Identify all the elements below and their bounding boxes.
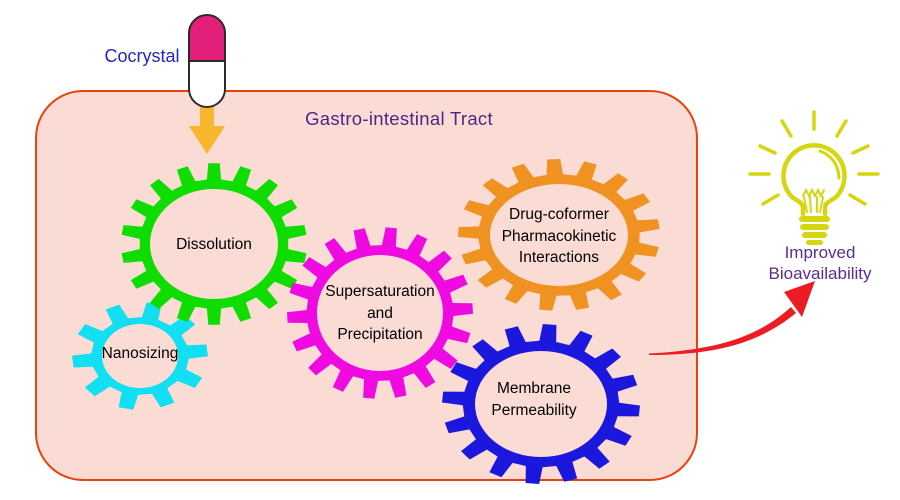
bulb-highlight (818, 149, 841, 180)
bulb-ray (758, 144, 777, 155)
gear-label-nanosizing: Nanosizing (101, 345, 179, 362)
capsule-label: Cocrystal (104, 46, 180, 66)
bulb-base (799, 216, 830, 245)
bulb-ray (851, 144, 870, 155)
bulb-glass (781, 143, 847, 217)
bulb-filament-zigzag (802, 187, 825, 199)
capsule-body (188, 62, 226, 108)
gear-label-drug-coformer-pharmacokinetic-interactions: Drug-coformer Pharmacokinetic Interactio… (501, 206, 617, 266)
gi-tract-title: Gastro-intestinal Tract (305, 108, 493, 129)
bulb-ray (835, 119, 848, 138)
bulb-filament-lines (803, 196, 824, 213)
capsule-cap (188, 14, 226, 62)
lightbulb-icon (748, 110, 880, 245)
outcome-label: Improved Bioavailability (768, 243, 872, 283)
gear-label-dissolution: Dissolution (176, 236, 252, 253)
gear-label-membrane-permeability: Membrane Permeability (491, 380, 577, 419)
gear-label-supersaturation-and-precipitation: Supersaturation and Precipitation (325, 283, 435, 343)
bulb-ray (780, 119, 793, 138)
bulb-ray (848, 193, 867, 206)
bulb-ray (761, 193, 780, 206)
capsule-icon (188, 14, 226, 108)
